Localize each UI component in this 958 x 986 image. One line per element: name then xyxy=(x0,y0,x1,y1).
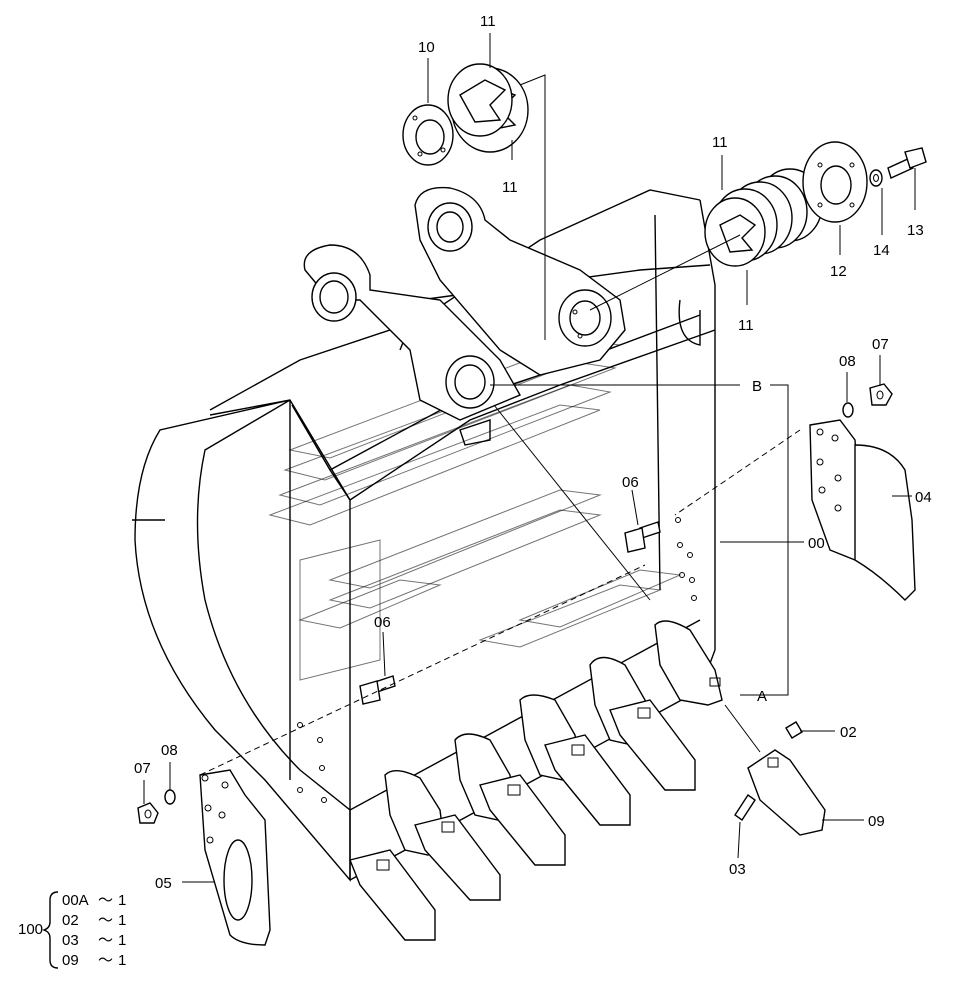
kit-row-sep: ～ xyxy=(98,952,113,969)
kit-list: 100 00A ～ 1 02 ～ 1 03 ～ 1 09 ～ 1 xyxy=(18,891,126,969)
shim-11-top xyxy=(447,63,529,153)
kit-row-part: 03 xyxy=(62,932,79,949)
leader-lines xyxy=(143,33,916,883)
part-labels: 10 11 11 11 11 12 13 14 07 08 B 04 06 00… xyxy=(134,13,932,892)
label-A: A xyxy=(757,688,767,705)
label-11-top: 11 xyxy=(480,13,496,30)
kit-number: 100 xyxy=(18,921,43,938)
label-08-left: 08 xyxy=(161,742,178,759)
kit-brace xyxy=(41,891,59,969)
kit-row-part: 09 xyxy=(62,952,79,969)
lock-02 xyxy=(785,721,803,739)
bolt-13 xyxy=(887,147,927,179)
label-00: 00 xyxy=(808,535,825,552)
tooth-09 xyxy=(747,749,826,836)
label-11-right-bottom: 11 xyxy=(738,317,754,334)
kit-row-part: 02 xyxy=(62,912,79,929)
label-14: 14 xyxy=(873,242,890,259)
label-06-right: 06 xyxy=(622,474,639,491)
label-13: 13 xyxy=(907,222,924,239)
kit-row: 02 ～ 1 xyxy=(62,912,126,929)
label-10: 10 xyxy=(418,39,435,56)
side-cutter-04 xyxy=(809,419,916,601)
label-03: 03 xyxy=(729,861,746,878)
kit-row-part: 00A xyxy=(62,892,89,909)
teeth-row xyxy=(349,620,723,941)
label-11-right-top: 11 xyxy=(712,134,728,151)
bucket-body xyxy=(132,186,716,882)
washer-08-right xyxy=(842,402,854,418)
label-06-left: 06 xyxy=(374,614,391,631)
label-07-right: 07 xyxy=(872,336,889,353)
kit-row-sep: ～ xyxy=(98,932,113,949)
shim-stack-11-right xyxy=(704,168,823,267)
plate-12 xyxy=(802,141,868,223)
bolt-06-right xyxy=(624,521,661,553)
right-side-holes xyxy=(675,517,697,601)
plate-10 xyxy=(402,104,454,166)
label-07-left: 07 xyxy=(134,760,151,777)
label-02: 02 xyxy=(840,724,857,741)
pin-03 xyxy=(734,794,756,821)
label-09: 09 xyxy=(868,813,885,830)
label-05: 05 xyxy=(155,875,172,892)
label-08-right: 08 xyxy=(839,353,856,370)
label-04: 04 xyxy=(915,489,932,506)
kit-row-qty: 1 xyxy=(118,912,126,929)
label-B: B xyxy=(752,378,762,395)
side-cutter-05 xyxy=(199,769,271,946)
kit-row-sep: ～ xyxy=(98,912,113,929)
kit-row-qty: 1 xyxy=(118,952,126,969)
kit-row: 09 ～ 1 xyxy=(62,952,126,969)
kit-row-sep: ～ xyxy=(98,892,113,909)
nut-07-left xyxy=(137,802,159,824)
nut-07-right xyxy=(869,383,893,406)
kit-row-qty: 1 xyxy=(118,892,126,909)
kit-row-qty: 1 xyxy=(118,932,126,949)
kit-row: 00A ～ 1 xyxy=(62,892,126,909)
bolt-06-left xyxy=(359,675,396,705)
washer-08-left xyxy=(164,789,176,805)
label-11-mid: 11 xyxy=(502,179,518,196)
label-12: 12 xyxy=(830,263,847,280)
kit-row: 03 ～ 1 xyxy=(62,932,126,949)
washer-14 xyxy=(869,169,883,187)
